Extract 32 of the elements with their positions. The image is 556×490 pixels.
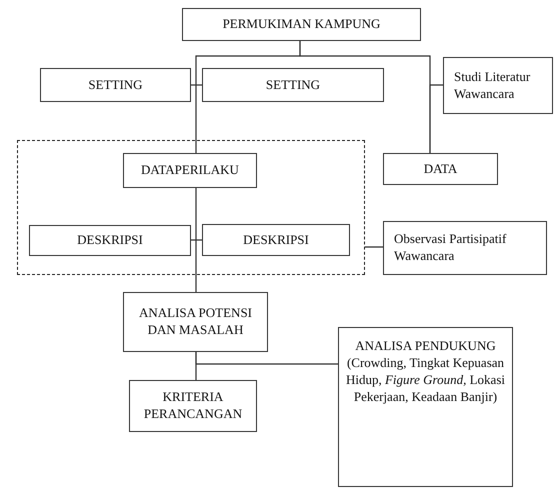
box-text: DESKRIPSI xyxy=(243,232,309,248)
box-text: DATAPERILAKU xyxy=(141,162,239,179)
connector-line xyxy=(195,352,338,365)
box-heading: ANALISA PENDUKUNG xyxy=(355,338,496,355)
connector-line xyxy=(191,84,202,86)
process-box xyxy=(40,68,191,102)
box-text: ANALISA POTENSI DAN MASALAH xyxy=(138,305,254,339)
process-box xyxy=(123,292,268,352)
box-text: PERMUKIMAN KAMPUNG xyxy=(222,16,380,33)
process-box xyxy=(129,380,257,432)
connector-line xyxy=(429,84,443,153)
connector-line xyxy=(365,246,383,248)
process-box xyxy=(182,8,421,41)
process-box xyxy=(123,153,257,188)
process-box xyxy=(202,224,350,256)
connector-line xyxy=(195,188,197,292)
box-text: Observasi Partisipatif Wawancara xyxy=(394,231,508,265)
box-text: (Crowding, Tingkat Kepuasan Hidup, Figure Ground, Lokasi Pekerjaan, Keadaan Banjir) xyxy=(344,354,506,406)
dashed-group-frame xyxy=(17,140,365,275)
process-box xyxy=(443,57,553,114)
process-box xyxy=(383,221,547,275)
box-text: Studi Literatur Wawancara xyxy=(454,68,532,102)
box-text: SETTING xyxy=(266,76,320,94)
box-text: SETTING xyxy=(88,76,143,94)
box-text: DATA xyxy=(424,160,458,178)
box-text: DESKRIPSI xyxy=(77,232,143,249)
process-box xyxy=(383,153,498,185)
connector-line xyxy=(191,239,202,241)
process-box xyxy=(338,327,513,487)
process-box xyxy=(202,68,384,102)
process-box xyxy=(29,225,191,256)
box-text: KRITERIA PERANCANGAN xyxy=(142,389,244,423)
